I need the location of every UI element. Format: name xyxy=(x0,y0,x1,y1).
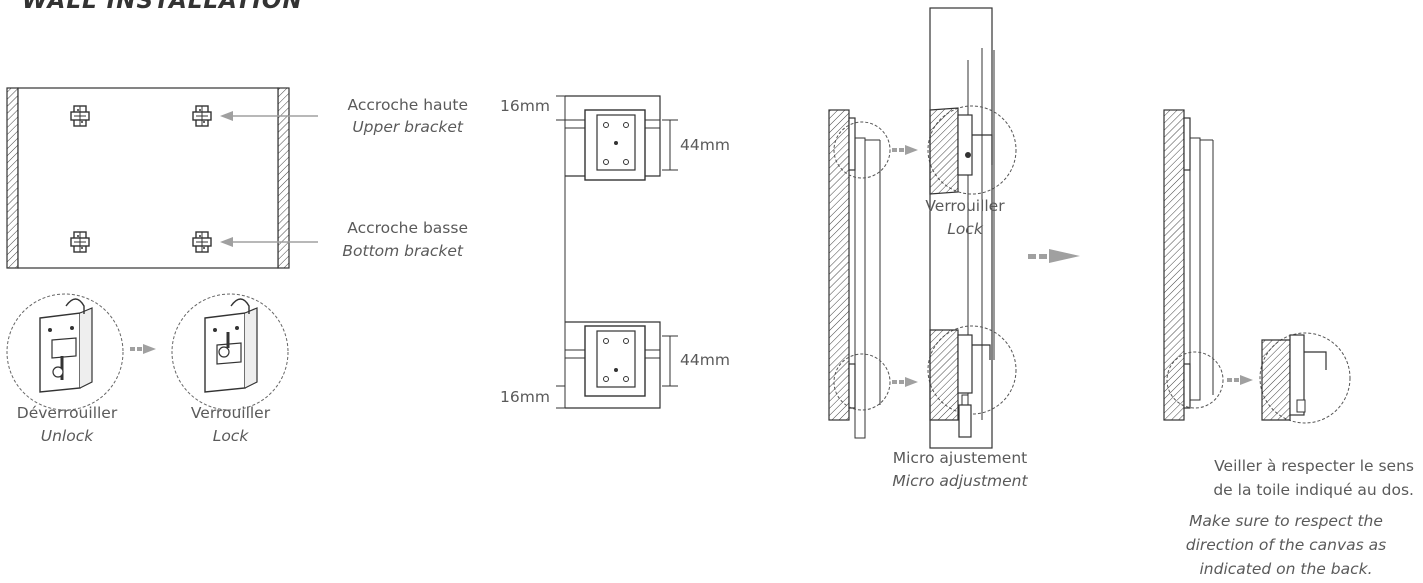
zoom-circle-final xyxy=(1259,332,1351,424)
rail-top xyxy=(565,95,661,181)
note-fr-line-1: Veiller à respecter le sens xyxy=(1214,457,1414,475)
arrow-bottom-to-zoom xyxy=(892,377,918,387)
detail-circle-top-left xyxy=(833,121,891,179)
lock-side-label-fr: Verrouiller xyxy=(925,197,1005,215)
dimension-top-offset: 16mm xyxy=(500,97,550,115)
wall-front-view xyxy=(6,87,290,269)
micro-adjustment-label-fr: Micro ajustement xyxy=(892,449,1028,467)
lock-label-en: Lock xyxy=(212,427,249,445)
note-en-line-1: Make sure to respect the xyxy=(1189,512,1383,530)
detail-circle-bottom-left xyxy=(833,353,891,411)
dimension-top-height: 44mm xyxy=(680,136,730,154)
upper-bracket-left xyxy=(70,105,90,127)
micro-adjustment-label-en: Micro adjustment xyxy=(892,472,1028,490)
wall-side-right xyxy=(1163,109,1214,421)
bottom-bracket-right xyxy=(192,231,212,253)
unlock-label-fr: Déverrouiller xyxy=(16,404,118,422)
upper-bracket-label-fr: Accroche haute xyxy=(347,96,468,114)
arrow-top-to-zoom xyxy=(892,145,918,155)
wall-side-left xyxy=(828,109,881,439)
arrow-final-zoom xyxy=(1227,375,1253,385)
detail-circle-final xyxy=(1166,351,1224,409)
upper-bracket-label-en: Upper bracket xyxy=(352,118,463,136)
bottom-bracket-left xyxy=(70,231,90,253)
dimension-lines xyxy=(556,95,678,409)
step-arrow xyxy=(1028,249,1080,263)
bottom-bracket-pointer xyxy=(220,237,318,247)
zoom-circle-top xyxy=(927,105,1017,195)
note-fr-line-2: de la toile indiqué au dos. xyxy=(1213,481,1414,499)
page-title: WALL INSTALLATION xyxy=(22,0,303,14)
note-en-line-2: direction of the canvas as xyxy=(1185,536,1387,554)
zoom-circle-bottom xyxy=(927,325,1017,438)
lock-label-fr: Verrouiller xyxy=(190,404,271,422)
dimension-bottom-height: 44mm xyxy=(680,351,730,369)
unlock-to-lock-arrow xyxy=(130,344,156,354)
unlock-label-en: Unlock xyxy=(40,427,94,445)
dimension-bottom-offset: 16mm xyxy=(500,388,550,406)
lock-side-label-en: Lock xyxy=(947,220,983,238)
upper-bracket-right xyxy=(192,105,212,127)
lock-detail xyxy=(171,293,289,411)
upper-bracket-pointer xyxy=(220,111,318,121)
rail-bottom xyxy=(565,321,661,409)
bottom-bracket-label-fr: Accroche basse xyxy=(347,219,468,237)
note-en-line-3: indicated on the back. xyxy=(1199,560,1373,578)
bottom-bracket-label-en: Bottom bracket xyxy=(342,242,463,260)
unlock-detail xyxy=(6,293,124,411)
